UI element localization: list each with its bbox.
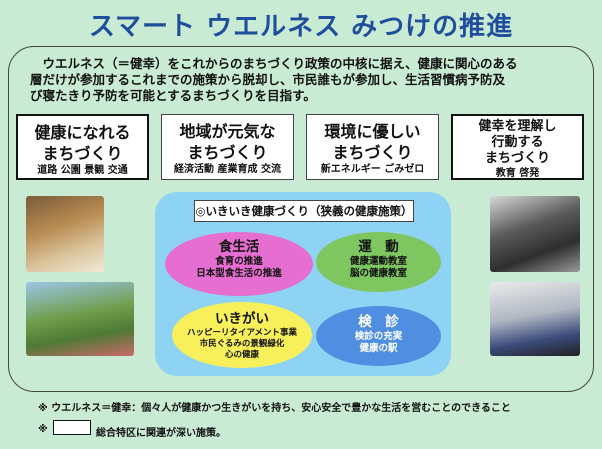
card-healthy-town: 健康になれる まちづくり 道路 公園 景観 交通 (16, 114, 149, 180)
main-panel (8, 46, 594, 392)
card-sub: 教育 啓発 (495, 168, 540, 179)
oval-heading: 食生活 (218, 239, 260, 255)
oval-exercise: 運 動 健康運動教室 脳の健康教室 (316, 232, 441, 292)
card-vibrant-region: 地域が元気な まちづくり 経済活動 産業育成 交流 (161, 114, 294, 180)
oval-text: ハッピーリタイアメント事業 (186, 328, 298, 338)
footnote-special-zone: ※ 総合特区に関連が深い施策。 (38, 424, 226, 439)
legend-box (53, 420, 91, 435)
photo-food (26, 196, 104, 272)
central-title: ◎いきいき健康づくり（狭義の健康施策） (194, 200, 414, 222)
oval-heading: 運 動 (358, 239, 399, 255)
card-understanding-town: 健幸を理解し 行動する まちづくり 教育 啓発 (451, 114, 584, 180)
card-line: まちづくり (484, 151, 550, 166)
footnote-wellness: ※ ウエルネス＝健幸：個々人が健康かつ生きがいを持ち、安心安全で豊かな生活を営む… (38, 403, 511, 414)
oval-text: 心の健康 (224, 350, 259, 360)
oval-text: 日本型食生活の推進 (196, 268, 282, 279)
card-line: 環境に優しい (324, 122, 421, 141)
card-line: 行動する (491, 135, 544, 150)
photo-exercise (490, 196, 580, 272)
card-sub: 新エネルギー ごみゼロ (320, 164, 425, 175)
oval-diet: 食生活 食育の推進 日本型食生活の推進 (165, 232, 313, 296)
oval-text: 健康運動教室 (349, 256, 407, 267)
oval-checkup: 検 診 検診の充実 健康の駅 (316, 306, 441, 366)
photo-checkup (490, 282, 580, 356)
footnote-text: 総合特区に関連が深い施策。 (96, 428, 226, 439)
page-title: スマート ウエルネス みつけの推進 (88, 12, 514, 42)
card-line: まちづくり (332, 143, 413, 162)
oval-text: 市民ぐるみの景観緑化 (199, 339, 285, 349)
oval-heading: 検 診 (358, 314, 399, 330)
intro-line: 層だけが参加するこれまでの施策から脱却し、市民誰もが参加し、生活習慣病予防及 (30, 72, 506, 87)
intro-line: び寝たきり予防を可能とするまちづくりを目指す。 (30, 88, 316, 103)
photo-gardening (26, 282, 134, 356)
oval-heading: いきがい (215, 311, 269, 327)
card-line: 健康になれる (34, 123, 131, 142)
intro-line: ウエルネス（＝健幸）をこれからのまちづくり政策の中核に据え、健康に関心のある (30, 56, 518, 71)
card-line: まちづくり (42, 144, 123, 163)
card-line: 健幸を理解し (478, 119, 557, 134)
oval-text: 脳の健康教室 (349, 268, 407, 279)
card-eco-town: 環境に優しい まちづくり 新エネルギー ごみゼロ (306, 114, 439, 180)
oval-text: 食育の推進 (215, 256, 263, 267)
card-sub: 道路 公園 景観 交通 (37, 165, 128, 176)
card-line: まちづくり (187, 143, 268, 162)
oval-text: 検診の充実 (354, 331, 403, 342)
oval-text: 健康の駅 (359, 343, 398, 354)
card-line: 地域が元気な (179, 122, 276, 141)
oval-purpose: いきがい ハッピーリタイアメント事業 市民ぐるみの景観緑化 心の健康 (172, 302, 312, 368)
card-sub: 経済活動 産業育成 交流 (174, 164, 281, 175)
footnote-mark: ※ (38, 424, 48, 435)
intro-text: ウエルネス（＝健幸）をこれからのまちづくり政策の中核に据え、健康に関心のある 層… (30, 56, 575, 104)
